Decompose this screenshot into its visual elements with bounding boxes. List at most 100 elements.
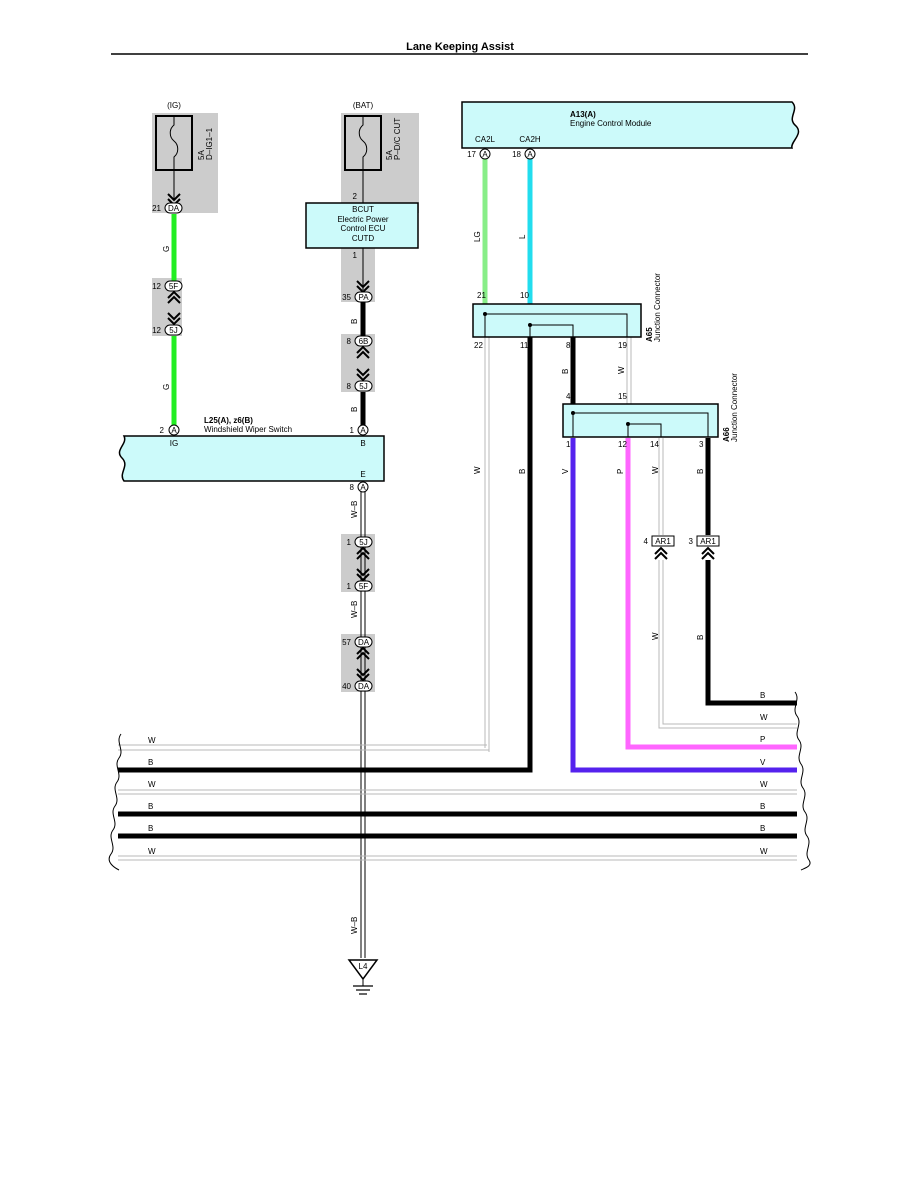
connector-ig-5j: 5J 12: [152, 312, 183, 336]
wire-label-wb3: W–B: [350, 917, 359, 934]
fuse-icon: [358, 116, 368, 170]
svg-text:12: 12: [152, 282, 161, 291]
svg-text:B: B: [360, 439, 365, 448]
svg-text:3: 3: [699, 440, 704, 449]
svg-text:L25(A), z6(B): L25(A), z6(B): [204, 416, 253, 425]
wire-label-a66-w: W: [651, 466, 660, 474]
connector-gnd-da-57: DA 57: [342, 636, 373, 660]
svg-text:CA2L: CA2L: [475, 135, 496, 144]
wiper-pin-b: [357, 424, 369, 436]
svg-text:22: 22: [474, 341, 483, 350]
engine-control-module: A13(A) Engine Control Module CA2L CA2H A…: [461, 101, 800, 160]
wire-label-b2: B: [350, 407, 359, 412]
svg-text:1: 1: [347, 582, 352, 591]
svg-text:Electric Power: Electric Power: [337, 215, 388, 224]
svg-text:4: 4: [566, 392, 571, 401]
svg-text:12: 12: [152, 326, 161, 335]
bus-label-left-2: W: [148, 780, 156, 789]
svg-text:Junction Connector: Junction Connector: [653, 273, 662, 342]
bus-label-left-3: B: [148, 802, 153, 811]
ground-l4: L4: [347, 959, 379, 995]
junction-connector-a65: A65 Junction Connector 21 10 22 11 8 19: [472, 273, 662, 350]
svg-text:A: A: [360, 483, 366, 492]
svg-text:1: 1: [350, 426, 355, 435]
connector-gnd-5f: 5F 1: [347, 568, 373, 592]
svg-text:10: 10: [520, 291, 529, 300]
wire-label-l: L: [518, 234, 527, 239]
svg-text:5A: 5A: [385, 150, 394, 160]
bus-label-right-3: V: [760, 758, 766, 767]
svg-text:Junction Connector: Junction Connector: [730, 373, 739, 442]
svg-text:A: A: [171, 426, 177, 435]
svg-text:A13(A): A13(A): [570, 110, 596, 119]
wire-a66-w: [658, 438, 797, 729]
wire-a65-w-mid: [626, 337, 632, 404]
bus-label-left-1: B: [148, 758, 153, 767]
wire-label-a66-v: V: [561, 468, 570, 474]
svg-text:21: 21: [477, 291, 486, 300]
bus-w-5: [118, 855, 797, 861]
junction-connector-a66: A66 Junction Connector 4 15 1 12 14 3: [562, 373, 739, 449]
wire-label-b1: B: [350, 319, 359, 324]
wire-a66-b: [705, 560, 797, 706]
bus-label-right-0: B: [760, 691, 765, 700]
svg-text:AR1: AR1: [700, 537, 716, 546]
svg-text:6B: 6B: [359, 337, 369, 346]
bus-label-right-1: W: [760, 713, 768, 722]
svg-text:19: 19: [618, 341, 627, 350]
svg-text:CA2H: CA2H: [519, 135, 541, 144]
wiper-pin-ig: [168, 424, 180, 436]
svg-text:L4: L4: [359, 962, 368, 971]
connector-ar1-left: AR1 4: [644, 535, 675, 560]
svg-text:5F: 5F: [359, 582, 368, 591]
svg-text:5F: 5F: [169, 282, 178, 291]
svg-text:18: 18: [512, 150, 521, 159]
svg-text:4: 4: [644, 537, 649, 546]
wire-wb-ground: [360, 492, 366, 958]
svg-text:14: 14: [650, 440, 659, 449]
svg-text:CUTD: CUTD: [352, 234, 374, 243]
bus-break-left: [108, 733, 122, 871]
bus-label-right-5: B: [760, 802, 765, 811]
svg-text:12: 12: [618, 440, 627, 449]
fuse-icon: [169, 116, 179, 170]
svg-text:1: 1: [347, 538, 352, 547]
svg-text:5A: 5A: [197, 150, 206, 160]
wire-a66-p: [625, 438, 797, 750]
bus-label-left-0: W: [148, 736, 156, 745]
wire-label-a65-b: B: [518, 469, 527, 474]
svg-text:Control ECU: Control ECU: [341, 224, 386, 233]
svg-text:(IG): (IG): [167, 101, 181, 110]
wire-label-g1: G: [162, 246, 171, 252]
connector-ig-da: DA 21: [152, 193, 183, 214]
svg-text:BCUT: BCUT: [352, 205, 374, 214]
connector-ar1-right: AR1 3: [689, 535, 720, 560]
bus-break-right: [794, 691, 811, 871]
engine-module-pin-17: [479, 148, 491, 160]
bus-label-left-5: W: [148, 847, 156, 856]
bus-label-left-4: B: [148, 824, 153, 833]
svg-text:AR1: AR1: [655, 537, 671, 546]
wire-a65-b: [118, 337, 533, 773]
svg-text:E: E: [360, 470, 365, 479]
wire-label-ar-w: W: [651, 632, 660, 640]
connector-ig-5f: 5F 12: [152, 280, 183, 304]
svg-text:11: 11: [520, 341, 529, 350]
svg-text:17: 17: [467, 150, 476, 159]
wire-label-wb1: W–B: [350, 501, 359, 518]
svg-text:2: 2: [160, 426, 165, 435]
bus-label-right-4: W: [760, 780, 768, 789]
bus-label-right-2: P: [760, 735, 765, 744]
svg-text:57: 57: [342, 638, 351, 647]
svg-text:2: 2: [353, 192, 358, 201]
svg-text:A: A: [360, 426, 366, 435]
connector-bat-pa: PA 35: [342, 280, 373, 303]
svg-text:DA: DA: [168, 204, 180, 213]
connector-gnd-da-40: DA 40: [342, 668, 373, 692]
wire-label-a65-b-mid: B: [561, 369, 570, 374]
svg-text:DA: DA: [358, 638, 370, 647]
wire-label-a66-b: B: [696, 469, 705, 474]
svg-text:5J: 5J: [359, 382, 367, 391]
wire-label-lg: LG: [473, 231, 482, 242]
